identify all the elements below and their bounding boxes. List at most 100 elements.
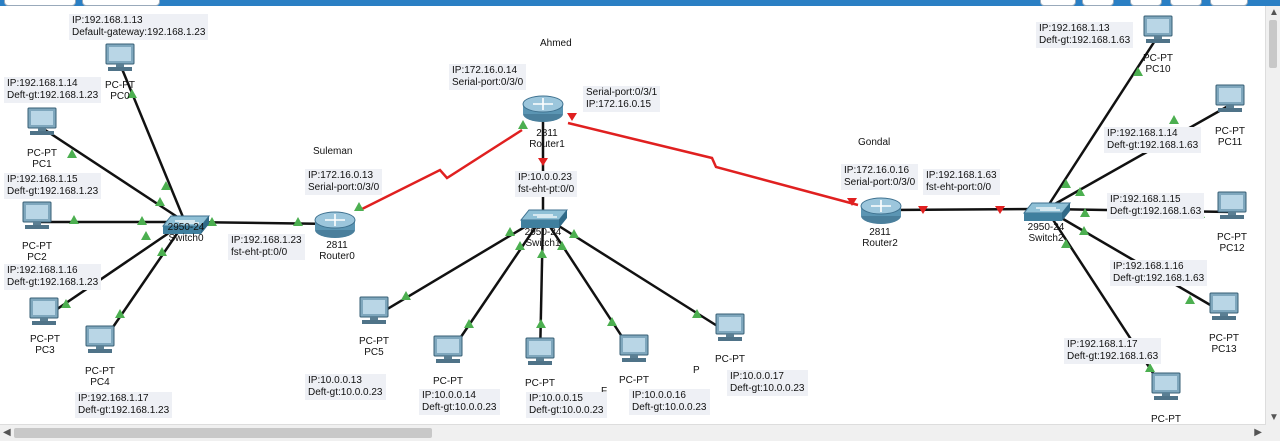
link-up-indicator[interactable] bbox=[354, 202, 364, 211]
ethernet-link[interactable] bbox=[41, 126, 186, 224]
ethernet-link[interactable] bbox=[373, 214, 544, 319]
toolbar-button[interactable] bbox=[1130, 0, 1162, 6]
link-up-indicator[interactable] bbox=[293, 217, 303, 226]
link-up-indicator[interactable] bbox=[464, 319, 474, 328]
link-up-indicator[interactable] bbox=[537, 249, 547, 258]
ethernet-link[interactable] bbox=[98, 221, 187, 347]
link-up-indicator[interactable] bbox=[1133, 67, 1143, 76]
link-up-indicator[interactable] bbox=[1169, 115, 1179, 124]
link-up-indicator[interactable] bbox=[569, 229, 579, 238]
ethernet-link[interactable] bbox=[446, 215, 545, 357]
toolbar-button[interactable] bbox=[1040, 0, 1076, 6]
link-down-indicator[interactable] bbox=[918, 206, 928, 214]
link-up-indicator[interactable] bbox=[67, 149, 77, 158]
ethernet-link[interactable] bbox=[538, 215, 545, 359]
link-up-indicator[interactable] bbox=[61, 299, 71, 308]
ethernet-link[interactable] bbox=[880, 207, 1047, 212]
link-up-indicator[interactable] bbox=[207, 217, 217, 226]
link-up-indicator[interactable] bbox=[401, 291, 411, 300]
link-up-indicator[interactable] bbox=[1075, 187, 1085, 196]
link-up-indicator[interactable] bbox=[557, 241, 567, 250]
ethernet-link[interactable] bbox=[542, 214, 731, 336]
link-up-indicator[interactable] bbox=[1079, 226, 1089, 235]
link-up-indicator[interactable] bbox=[607, 317, 617, 326]
pc6-label[interactable]: PC-PT bbox=[433, 376, 463, 387]
vertical-scroll-thumb[interactable] bbox=[1269, 20, 1277, 68]
link-up-indicator[interactable] bbox=[1145, 363, 1155, 372]
scroll-down-icon[interactable]: ▼ bbox=[1269, 412, 1279, 423]
horizontal-scroll-thumb[interactable] bbox=[14, 428, 432, 438]
link-up-indicator[interactable] bbox=[115, 309, 125, 318]
link-up-indicator[interactable] bbox=[157, 247, 167, 256]
ethernet-link[interactable] bbox=[541, 215, 636, 356]
link-up-indicator[interactable] bbox=[155, 197, 165, 206]
link-up-indicator[interactable] bbox=[1080, 208, 1090, 217]
link-up-indicator[interactable] bbox=[1061, 239, 1071, 248]
link-up-indicator[interactable] bbox=[161, 181, 171, 190]
toolbar-button[interactable] bbox=[1210, 0, 1248, 6]
link-up-indicator[interactable] bbox=[692, 309, 702, 318]
ethernet-link[interactable] bbox=[118, 63, 187, 223]
vertical-scrollbar[interactable]: ▲ ▼ bbox=[1265, 6, 1280, 425]
pc7-label[interactable]: PC-PT bbox=[525, 378, 555, 389]
link-down-indicator[interactable] bbox=[995, 206, 1005, 214]
link-down-indicator[interactable] bbox=[847, 198, 857, 206]
scroll-up-icon[interactable]: ▲ bbox=[1269, 7, 1279, 18]
scroll-left-icon[interactable]: ◀ bbox=[3, 427, 11, 438]
link-up-indicator[interactable] bbox=[536, 319, 546, 328]
pc8-label[interactable]: PC-PTF bbox=[601, 375, 649, 397]
topology-canvas[interactable] bbox=[0, 6, 1266, 425]
toolbar-button[interactable] bbox=[4, 0, 76, 6]
link-up-indicator[interactable] bbox=[69, 215, 79, 224]
ethernet-link[interactable] bbox=[1044, 35, 1160, 210]
link-down-indicator[interactable] bbox=[538, 158, 548, 166]
link-up-indicator[interactable] bbox=[515, 241, 525, 250]
toolbar-button[interactable] bbox=[82, 0, 160, 6]
link-up-indicator[interactable] bbox=[137, 216, 147, 225]
scroll-right-icon[interactable]: ▶ bbox=[1254, 427, 1262, 438]
pc14-label[interactable]: PC-PT bbox=[1151, 414, 1181, 425]
link-down-indicator[interactable] bbox=[567, 113, 577, 121]
toolbar-button[interactable] bbox=[1170, 0, 1202, 6]
serial-link-r1-r2[interactable] bbox=[567, 121, 859, 207]
link-up-indicator[interactable] bbox=[1185, 295, 1195, 304]
horizontal-scrollbar[interactable]: ◀ ▶ bbox=[0, 424, 1266, 441]
ethernet-link[interactable] bbox=[1045, 103, 1231, 211]
